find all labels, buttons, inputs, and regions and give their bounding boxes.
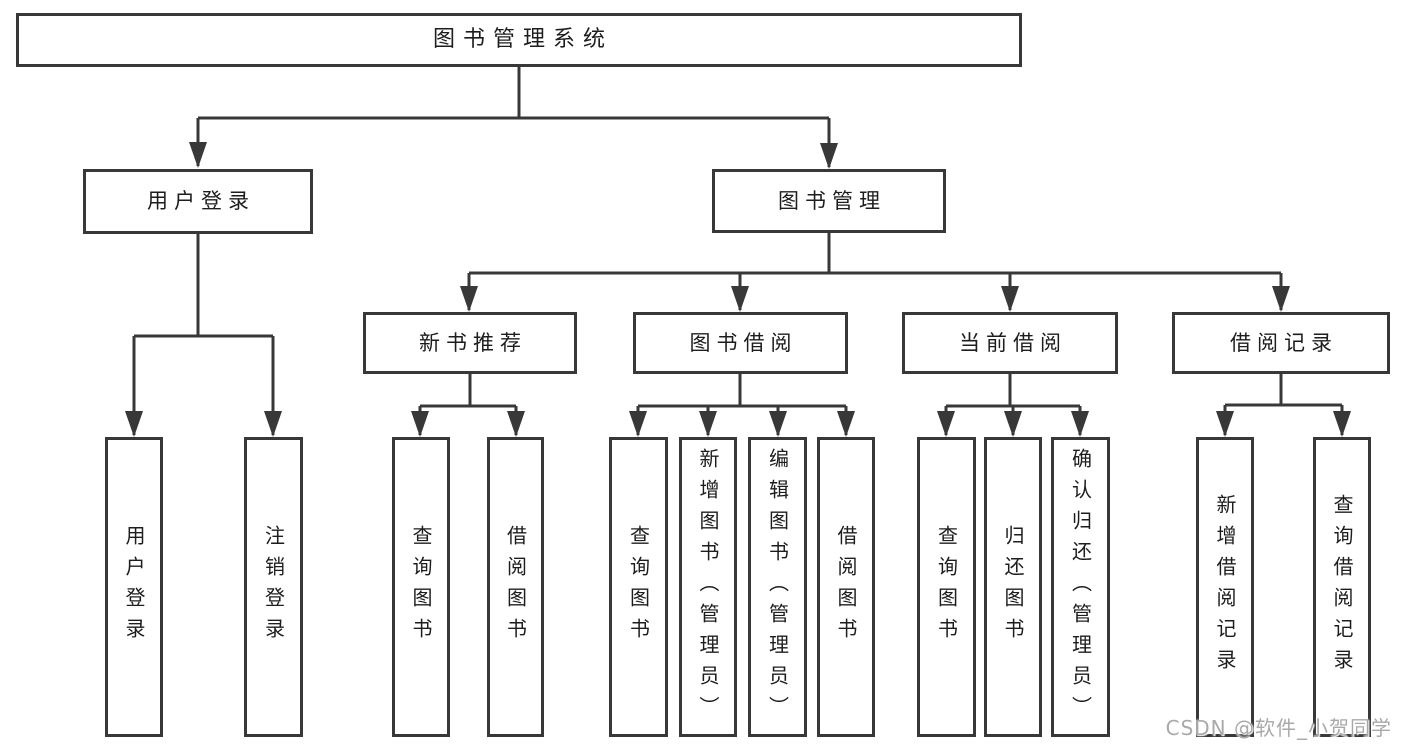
leaf-label: 归还图书 (1001, 525, 1025, 649)
arrow-down-icon (937, 411, 955, 437)
arrow-down-icon (1216, 411, 1234, 437)
connector-book-borrow-branch (636, 374, 848, 435)
node-label: 当前借阅 (959, 330, 1067, 355)
node-label: 图书管理 (778, 188, 886, 213)
arrow-down-icon (629, 411, 647, 437)
node-label: 用户登录 (147, 189, 255, 213)
arrow-down-icon (460, 286, 478, 312)
csdn-watermark: CSDN @软件_小贺同学 (1165, 716, 1392, 740)
node-label: 图书管理系统 (432, 27, 613, 52)
leaf-label: 新增借阅记录 (1213, 494, 1237, 680)
leaf-label: 查询借阅记录 (1330, 494, 1354, 680)
leaf-label: 借阅图书 (503, 525, 528, 649)
leaf-query-books-borrow: 查询图书 (609, 437, 668, 737)
leaf-label: 查询图书 (626, 525, 651, 649)
arrow-down-icon (1071, 411, 1089, 437)
leaf-borrow-books: 借阅图书 (817, 437, 875, 737)
node-label: 图书借阅 (689, 330, 798, 355)
leaf-label: 编辑图书（管理员） (765, 447, 790, 727)
leaf-label: 注销登录 (261, 525, 286, 649)
leaf-label: 确认归还（管理员） (1068, 447, 1093, 727)
connector-book-mgmt-branch (467, 233, 1283, 310)
leaf-label: 新增图书（管理员） (696, 447, 720, 727)
leaf-logout: 注销登录 (244, 437, 303, 737)
arrow-down-icon (507, 411, 525, 437)
arrow-down-icon (1333, 411, 1351, 437)
leaf-borrow-books-recommend: 借阅图书 (487, 437, 544, 737)
node-borrowing-records: 借阅记录 (1172, 312, 1390, 374)
arrow-down-icon (411, 411, 429, 437)
arrow-down-icon (837, 411, 855, 437)
leaf-label: 查询图书 (934, 525, 959, 649)
arrow-down-icon (125, 411, 143, 437)
connector-root-to-level2 (196, 67, 831, 167)
connector-borrow-records-branch (1223, 374, 1344, 435)
leaf-edit-books-admin: 编辑图书（管理员） (748, 437, 807, 737)
leaf-return-books: 归还图书 (984, 437, 1042, 737)
node-new-book-recommendation: 新书推荐 (363, 312, 577, 374)
arrow-down-icon (820, 143, 838, 169)
arrow-down-icon (1004, 411, 1022, 437)
connector-new-book-branch (418, 374, 518, 435)
arrow-down-icon (769, 411, 787, 437)
arrow-down-icon (1272, 286, 1290, 312)
node-book-management: 图书管理 (712, 169, 946, 233)
arrow-down-icon (699, 411, 717, 437)
node-library-management-system: 图书管理系统 (16, 13, 1022, 67)
arrow-down-icon (731, 286, 749, 312)
arrow-down-icon (189, 142, 207, 168)
leaf-query-books-current: 查询图书 (917, 437, 976, 737)
node-label: 新书推荐 (419, 330, 527, 355)
leaf-query-borrow-record: 查询借阅记录 (1313, 437, 1371, 737)
node-user-login: 用户登录 (83, 169, 313, 234)
leaf-add-books-admin: 新增图书（管理员） (679, 437, 737, 737)
leaf-add-borrow-record: 新增借阅记录 (1196, 437, 1254, 737)
leaf-label: 用户登录 (122, 525, 146, 649)
connector-current-borrow-branch (944, 374, 1082, 435)
leaf-label: 查询图书 (409, 525, 433, 649)
node-label: 借阅记录 (1230, 330, 1338, 355)
leaf-confirm-return-admin: 确认归还（管理员） (1051, 437, 1110, 737)
leaf-query-books-recommend: 查询图书 (392, 437, 450, 737)
node-current-borrowing: 当前借阅 (902, 312, 1118, 374)
node-book-borrowing: 图书借阅 (633, 312, 848, 374)
arrow-down-icon (1001, 286, 1019, 312)
leaf-user-login: 用户登录 (105, 437, 163, 737)
leaf-label: 借阅图书 (834, 525, 858, 649)
arrow-down-icon (264, 411, 282, 437)
connector-lines (132, 67, 1344, 435)
connector-user-login-branch (132, 234, 275, 435)
